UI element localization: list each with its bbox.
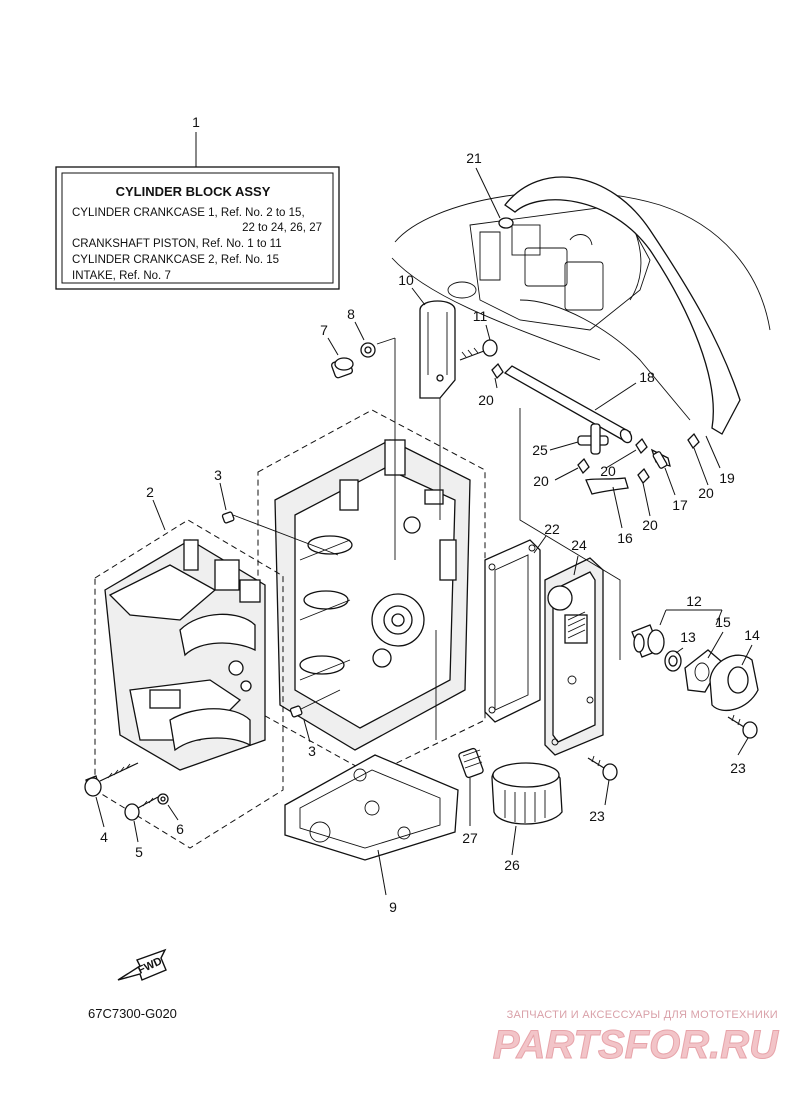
thermostat-cover-14 bbox=[709, 654, 759, 712]
label-box-title: CYLINDER BLOCK ASSY bbox=[116, 184, 271, 199]
bolt-23-right bbox=[727, 714, 758, 739]
callout-6: 6 bbox=[176, 821, 184, 837]
callout-22: 22 bbox=[544, 521, 560, 537]
thermostat-12 bbox=[631, 624, 665, 658]
callout-24: 24 bbox=[571, 537, 587, 553]
callout-14: 14 bbox=[744, 627, 760, 643]
clamp-20 bbox=[491, 362, 700, 485]
gasket-22 bbox=[484, 539, 541, 723]
watermark-caption: ЗАПЧАСТИ И АКСЕССУАРЫ ДЛЯ МОТОТЕХНИКИ bbox=[507, 1009, 778, 1021]
callout-13: 13 bbox=[680, 629, 696, 645]
callout-27: 27 bbox=[462, 830, 478, 846]
plug-7 bbox=[331, 357, 354, 379]
callout-26: 26 bbox=[504, 857, 520, 873]
fitting-27 bbox=[458, 747, 484, 779]
leader-lines bbox=[95, 167, 753, 896]
callout-25: 25 bbox=[532, 442, 548, 458]
callout-12: 12 bbox=[686, 593, 702, 609]
callout-20b: 20 bbox=[533, 473, 549, 489]
callout-9: 9 bbox=[389, 899, 397, 915]
cover-24 bbox=[544, 557, 604, 756]
callout-17: 17 bbox=[672, 497, 688, 513]
bolt-11 bbox=[459, 339, 498, 361]
callout-23b: 23 bbox=[589, 808, 605, 824]
diagram-code: 67C7300-G020 bbox=[88, 1006, 177, 1021]
callout-10: 10 bbox=[398, 272, 414, 288]
callout-4: 4 bbox=[100, 829, 108, 845]
tee-joint-25 bbox=[577, 423, 609, 455]
fwd-arrow-icon: FWD bbox=[117, 948, 167, 981]
label-box-line-2: 22 to 24, 26, 27 bbox=[242, 222, 322, 234]
callout-15: 15 bbox=[715, 614, 731, 630]
crankcase bbox=[94, 519, 284, 849]
callout-11: 11 bbox=[473, 308, 488, 324]
bolt-5 bbox=[124, 796, 159, 821]
oil-filter-26 bbox=[491, 762, 563, 825]
callout-7: 7 bbox=[320, 322, 328, 338]
callout-23a: 23 bbox=[730, 760, 746, 776]
callout-16: 16 bbox=[617, 530, 633, 546]
callout-1: 1 bbox=[192, 114, 200, 130]
callout-5: 5 bbox=[135, 844, 143, 860]
label-box: CYLINDER BLOCK ASSY CYLINDER CRANKCASE 1… bbox=[55, 166, 340, 290]
callout-21: 21 bbox=[466, 150, 482, 166]
watermark-brand: PARTSFOR.RU bbox=[493, 1023, 779, 1067]
bolt-23-middle bbox=[587, 755, 618, 781]
callout-18: 18 bbox=[639, 369, 655, 385]
watermark: ЗАПЧАСТИ И АКСЕССУАРЫ ДЛЯ МОТОТЕХНИКИ PA… bbox=[492, 1009, 779, 1068]
label-box-line-5: INTAKE, Ref. No. 7 bbox=[72, 270, 171, 282]
gasket-9 bbox=[284, 754, 459, 861]
callout-numbers: 1 2 3 3 4 5 6 7 8 9 10 11 12 13 14 15 16… bbox=[100, 114, 760, 915]
callout-3a: 3 bbox=[214, 467, 222, 483]
cylinder-block bbox=[257, 409, 486, 776]
label-box-line-1: CYLINDER CRANKCASE 1, Ref. No. 2 to 15, bbox=[72, 207, 305, 219]
callout-3b: 3 bbox=[308, 743, 316, 759]
engine-outline bbox=[391, 191, 771, 421]
bracket-10 bbox=[419, 300, 456, 399]
callout-8: 8 bbox=[347, 306, 355, 322]
label-box-line-4: CYLINDER CRANKCASE 2, Ref. No. 15 bbox=[72, 254, 279, 266]
callout-20a: 20 bbox=[478, 392, 494, 408]
label-box-line-3: CRANKSHAFT PISTON, Ref. No. 1 to 11 bbox=[72, 238, 282, 250]
callout-19: 19 bbox=[719, 470, 735, 486]
callout-20e: 20 bbox=[698, 485, 714, 501]
callout-20d: 20 bbox=[642, 517, 658, 533]
callout-20c: 20 bbox=[600, 463, 616, 479]
bolt-4 bbox=[84, 762, 139, 797]
callout-2: 2 bbox=[146, 484, 154, 500]
